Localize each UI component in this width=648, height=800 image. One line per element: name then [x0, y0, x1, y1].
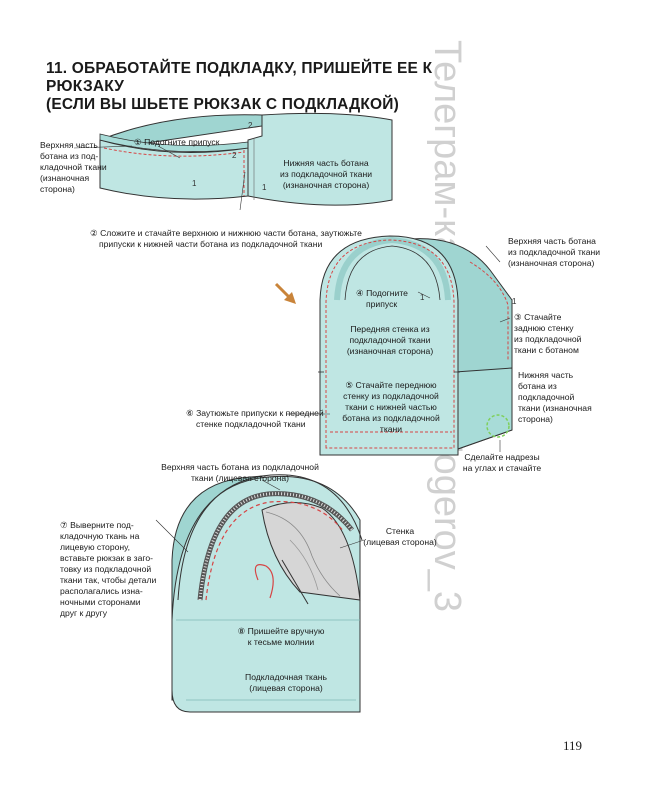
top-gusset-line: (изнаночная сторона): [508, 258, 595, 268]
upper-gusset-line: кладочной ткани: [40, 162, 107, 172]
upper-gusset-line: Верхняя часть: [40, 140, 98, 150]
bottom-gusset-line: подкладочной: [518, 392, 575, 402]
lower-gusset-line: Нижняя часть ботана: [283, 158, 369, 168]
hand-stitch: [205, 500, 345, 601]
step7-line: товку из подкладочной: [60, 564, 152, 574]
top-gusset-right-line: ткани (лицевая сторона): [190, 473, 290, 483]
step1-label: ① Подогните припуск: [134, 137, 220, 147]
diagram2-lining-body: [286, 235, 513, 456]
step3-line: ③ Стачайте: [514, 312, 562, 322]
wall-label: Стенка (лицевая сторона): [360, 526, 440, 548]
step7-label: ⑦ Выверните под- кладочную ткань на лице…: [60, 520, 160, 619]
lower-gusset-label: Нижняя часть ботана из подкладочной ткан…: [270, 158, 382, 191]
mark-2b: 2: [232, 151, 237, 160]
notch-line: Сделайте надрезы: [464, 452, 540, 462]
step4-line: ④ Подогните: [356, 288, 408, 298]
upper-gusset-line: (изнаночная: [40, 173, 90, 183]
step3-line: ткани с ботаном: [514, 345, 579, 355]
top-gusset-right-line: Верхняя часть ботана из подкладочной: [161, 462, 319, 472]
step7-line: друг к другу: [60, 608, 108, 618]
top-gusset-wrong-label: Верхняя часть ботана из подкладочной тка…: [508, 236, 618, 269]
bottom-gusset-line: сторона): [518, 414, 553, 424]
mark-1a: 1: [192, 179, 197, 188]
lining-line: Подкладочная ткань: [245, 672, 327, 682]
heading-line-1: 11. ОБРАБОТАЙТЕ ПОДКЛАДКУ, ПРИШЕЙТЕ ЕЕ К…: [46, 60, 433, 95]
front-panel: [319, 235, 459, 456]
mark-1b: 1: [262, 183, 267, 192]
zipper-teeth: [198, 492, 354, 601]
step7-line: кладочную ткань на: [60, 531, 140, 541]
step8-label: ⑧ Пришейте вручную к тесьме молнии: [226, 626, 336, 648]
top-gusset-line: из подкладочной ткани: [508, 247, 601, 257]
wall-line: (лицевая сторона): [363, 537, 437, 547]
mark-1d: 1: [512, 297, 517, 306]
step4-line: припуск: [366, 299, 398, 309]
step6-line: стенке подкладочной ткани: [196, 419, 306, 429]
section-heading: 11. ОБРАБОТАЙТЕ ПОДКЛАДКУ, ПРИШЕЙТЕ ЕЕ К…: [46, 60, 466, 114]
bottom-gusset-line: ткани (изнаночная: [518, 403, 592, 413]
step5-line: ткани с нижней частью: [345, 402, 437, 412]
notch-label: Сделайте надрезы на углах и стачайте: [452, 452, 552, 474]
upper-gusset-line: ботана из под-: [40, 151, 99, 161]
lining-line: (лицевая сторона): [249, 683, 323, 693]
mark-2a: 2: [248, 121, 253, 130]
front-panel-line: Передняя стенка из: [350, 324, 430, 334]
top-gusset-right-label: Верхняя часть ботана из подкладочной тка…: [150, 462, 330, 484]
notch-line: на углах и стачайте: [462, 463, 542, 473]
stitch-line: [325, 239, 455, 449]
upper-gusset-line: сторона): [40, 184, 75, 194]
diagram3-backpack: [155, 474, 365, 713]
step7-line: лицевую сторону,: [60, 542, 130, 552]
front-panel-line: подкладочной ткани: [349, 335, 431, 345]
step7-line: ночными сторонами: [60, 597, 141, 607]
step2-label: ② Сложите и стачайте верхнюю и нижнюю ча…: [90, 228, 410, 250]
step6-line: ⑥ Заутюжьте припуски к передней: [186, 408, 324, 418]
lower-gusset-line: из подкладочной ткани: [279, 169, 373, 179]
step2-line: ② Сложите и стачайте верхнюю и нижнюю ча…: [90, 228, 362, 238]
heading-line-2: (ЕСЛИ ВЫ ШЬЕТЕ РЮКЗАК С ПОДКЛАДКОЙ): [46, 96, 400, 113]
bottom-gusset-wrong-label: Нижняя часть ботана из подкладочной ткан…: [518, 370, 604, 425]
notch-highlight: [486, 414, 510, 438]
step2-line: припуски к нижней части ботана из подкла…: [99, 239, 323, 249]
step5-label: ⑤ Стачайте переднюю стенку из подкладочн…: [336, 380, 446, 435]
mark-1c: 1: [420, 293, 425, 302]
upper-gusset-label: Верхняя часть ботана из под- кладочной т…: [40, 140, 116, 195]
wall-line: Стенка: [385, 526, 415, 536]
stitch-line: [103, 147, 245, 157]
step7-line: располагались изна-: [60, 586, 143, 596]
step7-line: ⑦ Выверните под-: [60, 520, 134, 530]
lower-gusset-line: (изнаночная сторона): [282, 180, 370, 190]
step6-label: ⑥ Заутюжьте припуски к передней стенке п…: [186, 408, 326, 430]
lower-gusset-part: [247, 112, 393, 206]
step4-label: ④ Подогните припуск: [356, 288, 436, 310]
backpack-wall: [261, 502, 361, 601]
step3-line: заднюю стенку: [514, 323, 574, 333]
page-number: 119: [563, 738, 583, 753]
lining-label: Подкладочная ткань (лицевая сторона): [236, 672, 336, 694]
step3-line: из подкладочной: [514, 334, 582, 344]
step8-line: к тесьме молнии: [247, 637, 315, 647]
step5-line: стенку из подкладочной: [343, 391, 439, 401]
step5-line: ботана из подкладочной: [342, 413, 440, 423]
step5-line: ⑤ Стачайте переднюю: [345, 380, 437, 390]
top-gusset-line: Верхняя часть ботана: [508, 236, 596, 246]
step5-line: ткани: [379, 424, 403, 434]
step7-line: вставьте рюкзак в заго-: [60, 553, 153, 563]
step3-label: ③ Стачайте заднюю стенку из подкладочной…: [514, 312, 600, 356]
step8-line: ⑧ Пришейте вручную: [237, 626, 325, 636]
step7-line: ткани так, чтобы детали: [60, 575, 157, 585]
diagram1-gusset: [73, 112, 393, 211]
stitch-line: [469, 261, 509, 360]
bottom-gusset-line: Нижняя часть: [518, 370, 574, 380]
arrow-icon: [274, 282, 296, 304]
front-panel-line: (изнаночная сторона): [346, 346, 434, 356]
bottom-gusset-line: ботана из: [518, 381, 557, 391]
front-panel-label: Передняя стенка из подкладочной ткани (и…: [338, 324, 442, 357]
